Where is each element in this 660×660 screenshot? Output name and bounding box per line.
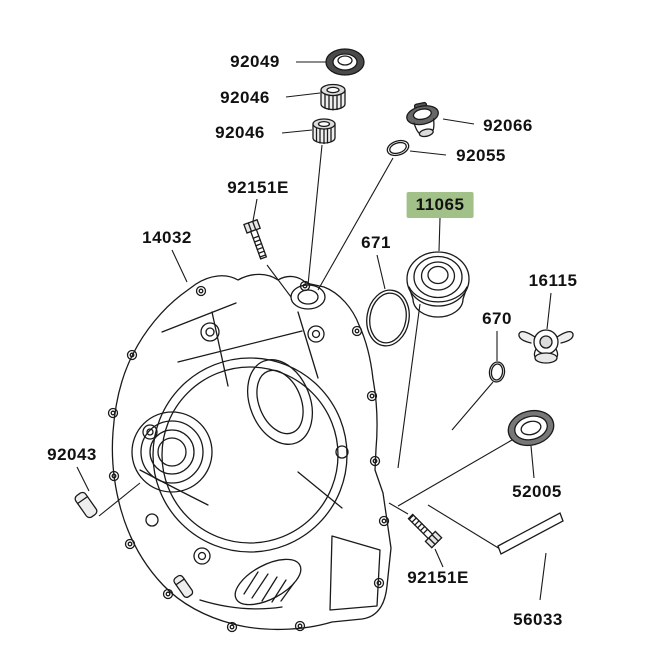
part-label-11065-highlighted: 11065 (406, 192, 474, 218)
part-label-92046-lower: 92046 (215, 123, 265, 142)
part-label-14032: 14032 (142, 228, 192, 247)
part-label-92043: 92043 (47, 445, 97, 464)
bolt-icon-92151e-top (243, 218, 268, 260)
breather-body-icon-11065 (406, 251, 470, 318)
needle-bearing-icon-92046-lower (312, 118, 336, 145)
oil-seal-icon-92049 (325, 48, 365, 76)
part-label-92151e-bottom: 92151E (407, 568, 469, 587)
part-label-92055: 92055 (456, 146, 506, 165)
o-ring-icon-92055 (386, 139, 410, 157)
cap-icon-16115 (518, 329, 574, 364)
part-label-670: 670 (482, 309, 512, 328)
o-ring-icon-671 (366, 289, 410, 347)
part-label-56033: 56033 (513, 610, 563, 629)
bolt-icon-92151e-bottom (407, 513, 443, 549)
needle-bearing-icon-92046-upper (320, 83, 346, 111)
part-label-52005: 52005 (512, 482, 562, 501)
caution-label-icon-56033 (497, 512, 564, 555)
part-label-16115: 16115 (528, 271, 578, 290)
oil-seal-icon-52005 (507, 409, 555, 447)
clutch-cover-drawing (107, 273, 392, 633)
part-label-92049: 92049 (230, 52, 280, 71)
filler-cap-icon-92066 (406, 101, 439, 138)
o-ring-icon-670 (488, 361, 506, 383)
part-label-92046-upper: 92046 (220, 88, 270, 107)
flange-bolt-holes (107, 280, 390, 633)
part-label-92066: 92066 (483, 116, 533, 135)
hatched-boss (234, 558, 302, 606)
leader-lines (76, 61, 552, 601)
dowel-pin-icon-lower (173, 574, 194, 598)
part-label-92151e-top: 92151E (227, 178, 289, 197)
part-label-671: 671 (361, 233, 391, 252)
dowel-pin-icon-92043 (74, 491, 98, 519)
